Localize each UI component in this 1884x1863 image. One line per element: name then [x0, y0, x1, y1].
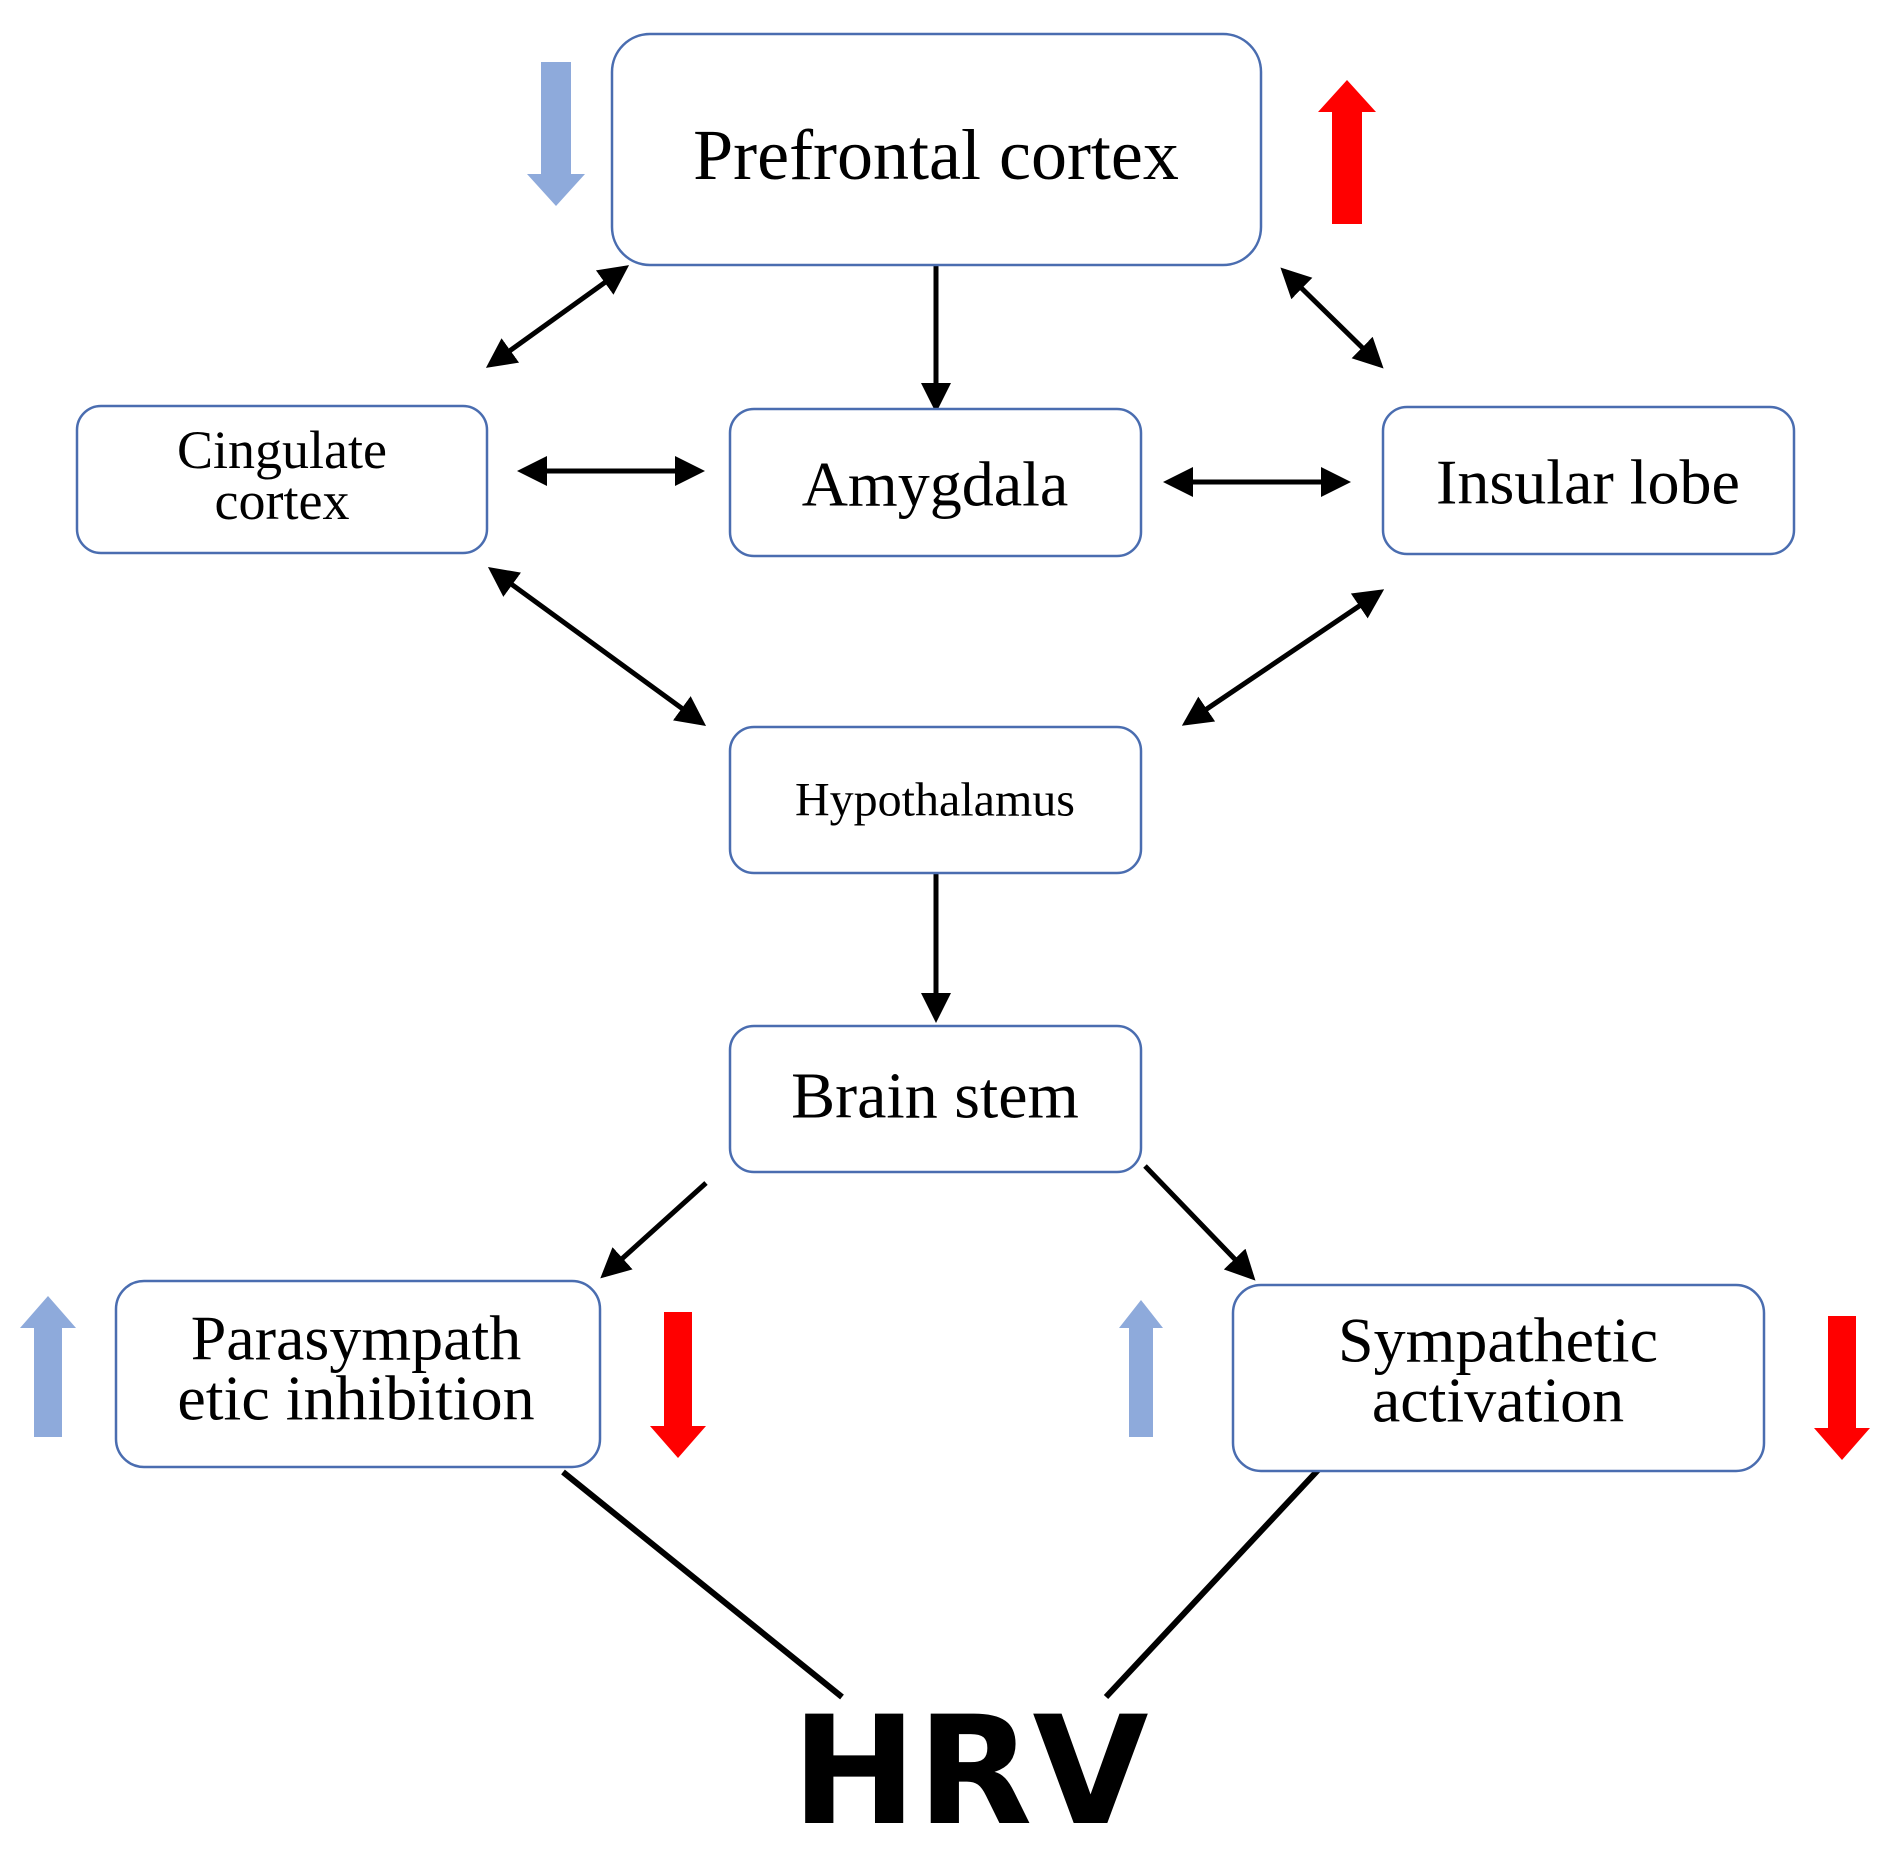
node-label-line2: activation — [1372, 1365, 1624, 1436]
node-label-line2: cortex — [215, 471, 350, 531]
node-label-line1: Cingulate — [177, 420, 387, 480]
node-label: Hypothalamus — [795, 774, 1075, 827]
edge-brainstem-sympathetic — [1143, 1164, 1256, 1281]
indicators — [20, 62, 1870, 1460]
edge-sympathetic-hrv — [1103, 1466, 1322, 1700]
node-prefrontal-cortex: Prefrontal cortex — [610, 32, 1263, 267]
edge-prefrontal-cingulate — [485, 265, 630, 368]
node-brain-stem: Brain stem — [728, 1024, 1143, 1174]
indicator-sympathetic-right-down-arrow-icon — [1814, 1316, 1870, 1460]
node-sympathetic-activation: Sympathetic activation — [1231, 1283, 1766, 1473]
node-insular-lobe: Insular lobe — [1381, 405, 1796, 556]
node-amygdala: Amygdala — [728, 407, 1143, 558]
edge-cingulate-hypothalamus — [487, 567, 707, 726]
indicator-prefrontal-left-down-arrow-icon — [527, 62, 585, 206]
node-label: Brain stem — [791, 1060, 1079, 1133]
edge-parasympathetic-hrv — [561, 1469, 844, 1700]
node-label-line1: Sympathetic — [1338, 1305, 1658, 1376]
edge-insular-hypothalamus — [1181, 589, 1385, 726]
edge-prefrontal-insular — [1280, 267, 1384, 369]
node-label: Prefrontal cortex — [693, 115, 1179, 195]
node-label-line2: etic inhibition — [177, 1363, 534, 1434]
node-label-line1: Parasympath — [191, 1303, 522, 1374]
hrv-label: HRV — [791, 1685, 1148, 1859]
edge-brainstem-parasympathetic — [600, 1181, 708, 1279]
node-label: Insular lobe — [1436, 447, 1740, 518]
indicator-prefrontal-right-up-arrow-icon — [1318, 80, 1376, 224]
indicator-parasympathetic-right-down-arrow-icon — [650, 1312, 706, 1458]
indicator-sympathetic-left-up-arrow-icon — [1119, 1300, 1163, 1437]
node-parasympathetic-inhibition: Parasympath etic inhibition — [114, 1279, 602, 1469]
indicator-parasympathetic-left-up-arrow-icon — [20, 1296, 76, 1437]
node-cingulate-cortex: Cingulate cortex — [75, 404, 489, 555]
node-label: Amygdala — [802, 449, 1069, 520]
edges — [485, 265, 1385, 1700]
node-hypothalamus: Hypothalamus — [728, 725, 1143, 875]
